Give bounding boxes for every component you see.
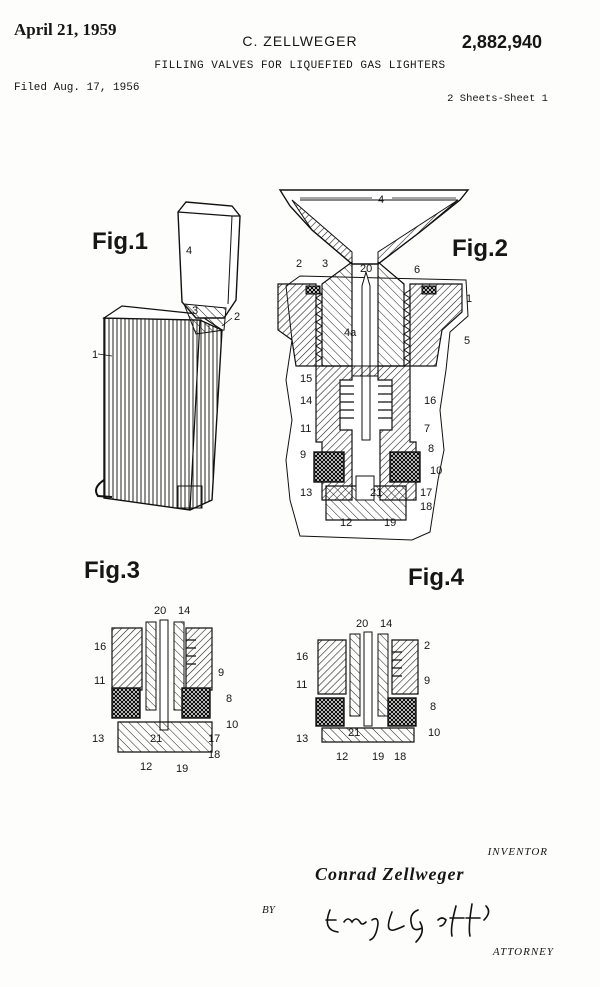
inventor-label: INVENTOR [488,846,548,858]
svg-text:5: 5 [464,335,470,347]
svg-text:1: 1 [92,349,98,361]
svg-text:4: 4 [378,194,384,206]
figure-3: Fig.3 20 14 16 9 11 8 10 17 13 21 18 12 … [84,557,238,775]
svg-text:14: 14 [300,395,312,407]
svg-text:16: 16 [296,651,308,663]
attorney-label: ATTORNEY [493,946,554,958]
figure-1: Fig.1 4 3 2 1 [92,202,240,510]
svg-text:19: 19 [384,517,396,529]
svg-text:6: 6 [414,264,420,276]
svg-text:15: 15 [300,373,312,385]
svg-text:18: 18 [394,751,406,763]
svg-text:19: 19 [176,763,188,775]
svg-text:8: 8 [428,443,434,455]
svg-text:21: 21 [348,727,360,739]
svg-text:20: 20 [356,618,368,630]
inventor-name: Conrad Zellweger [315,864,465,885]
fig2-label: Fig.2 [452,235,508,262]
svg-text:8: 8 [226,693,232,705]
svg-text:11: 11 [300,423,311,435]
svg-text:3: 3 [322,258,328,270]
svg-text:3: 3 [192,305,198,317]
figure-2: Fig.2 4 [278,190,508,540]
svg-text:9: 9 [218,667,224,679]
svg-text:4: 4 [186,245,192,257]
fig3-label: Fig.3 [84,557,140,584]
fig1-label: Fig.1 [92,228,148,255]
svg-text:18: 18 [208,749,220,761]
cartridge-funnel [280,190,468,264]
svg-text:10: 10 [430,465,442,477]
svg-text:2: 2 [424,640,430,652]
figure-4: Fig.4 20 14 2 16 9 11 8 10 13 21 12 19 1… [296,564,465,763]
svg-text:14: 14 [178,605,190,617]
svg-text:8: 8 [430,701,436,713]
svg-text:11: 11 [296,679,307,691]
svg-text:4a: 4a [344,327,357,339]
svg-text:9: 9 [300,449,306,461]
svg-text:7: 7 [424,423,430,435]
svg-text:12: 12 [336,751,348,763]
svg-text:17: 17 [420,487,432,499]
svg-text:20: 20 [360,263,372,275]
svg-text:16: 16 [94,641,106,653]
fig4-label: Fig.4 [408,564,465,591]
refill-cartridge [178,202,240,318]
svg-text:10: 10 [428,727,440,739]
svg-text:11: 11 [94,675,105,687]
svg-text:13: 13 [300,487,312,499]
svg-text:19: 19 [372,751,384,763]
lighter-body [104,318,222,510]
svg-text:10: 10 [226,719,238,731]
svg-text:2: 2 [296,258,302,270]
svg-text:16: 16 [424,395,436,407]
svg-text:17: 17 [208,733,220,745]
svg-text:18: 18 [420,501,432,513]
svg-text:12: 12 [140,761,152,773]
svg-text:12: 12 [340,517,352,529]
svg-text:14: 14 [380,618,392,630]
svg-text:20: 20 [154,605,166,617]
svg-text:13: 13 [296,733,308,745]
svg-text:21: 21 [150,733,162,745]
svg-text:13: 13 [92,733,104,745]
attorney-signature [326,904,489,942]
svg-text:21: 21 [370,487,382,499]
svg-text:1: 1 [466,293,472,305]
by-label: BY [262,904,275,916]
svg-text:2: 2 [234,311,240,323]
svg-text:9: 9 [424,675,430,687]
